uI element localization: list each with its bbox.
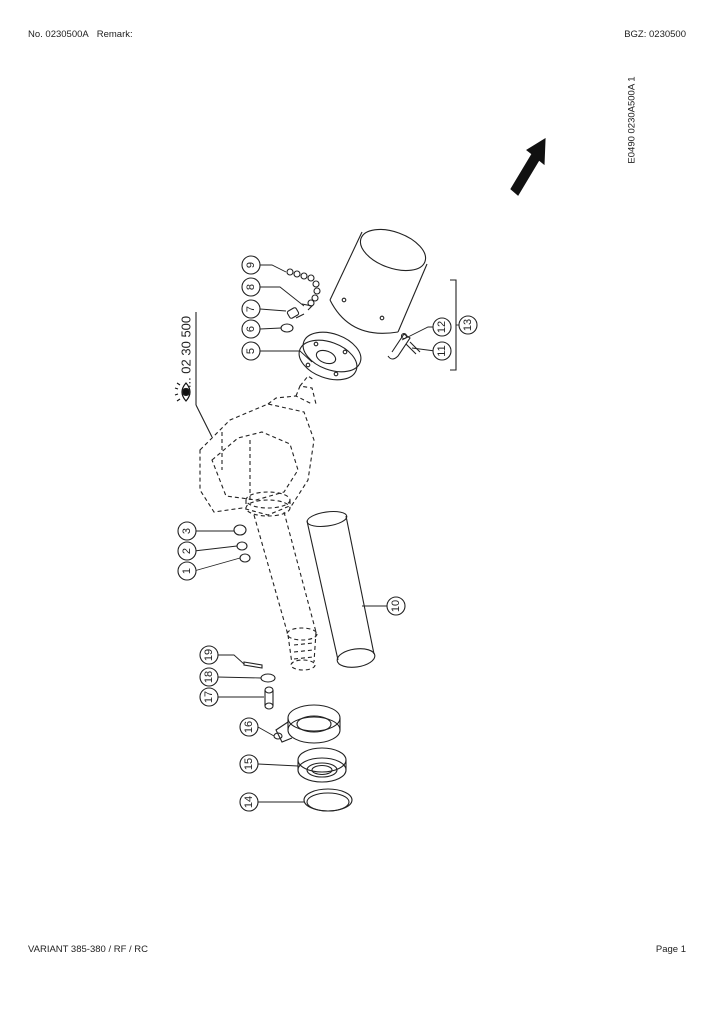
part-16-bearing-housing <box>273 704 341 744</box>
part-7-screw <box>286 307 305 319</box>
callout-circle <box>458 315 478 335</box>
callout-circle <box>199 645 219 665</box>
callout-14: 14 <box>239 792 259 812</box>
callout-number: 11 <box>436 345 448 356</box>
callout-number: 2 <box>181 548 193 554</box>
part-8-hook <box>301 303 314 311</box>
callout-11: 11 <box>432 341 452 361</box>
part-9-chain <box>286 268 321 307</box>
callout-15: 15 <box>239 754 259 774</box>
callout-9: 9 <box>241 255 261 275</box>
arrow-direction-icon <box>510 137 546 196</box>
callout-number: 16 <box>243 721 255 733</box>
part-19-pin <box>243 661 263 669</box>
callout-circle <box>432 341 452 361</box>
callout-19: 19 <box>199 645 219 665</box>
callout-number: 3 <box>181 528 193 534</box>
callout-circle <box>199 667 219 687</box>
part-2-washer <box>236 541 248 551</box>
part-10-tube <box>306 510 376 668</box>
callout-3: 3 <box>177 521 197 541</box>
callout-number: 12 <box>436 321 448 333</box>
callout-8: 8 <box>241 277 261 297</box>
callout-1: 1 <box>177 561 197 581</box>
callout-circle <box>177 521 197 541</box>
callout-circle <box>239 792 259 812</box>
callout-number: 17 <box>203 691 215 703</box>
header-left: No. 0230500A Remark: <box>28 29 133 40</box>
callout-number: 10 <box>390 600 402 612</box>
callout-circle <box>241 319 261 339</box>
part-14-circlip <box>303 788 353 812</box>
bgz-label: BGZ: 0230500 <box>624 29 686 40</box>
callout-number: 7 <box>245 306 257 312</box>
callout-18: 18 <box>199 667 219 687</box>
callout-number: 9 <box>245 262 257 268</box>
callout-circle <box>239 754 259 774</box>
part-3-spacer <box>233 524 247 536</box>
callout-circle <box>199 687 219 707</box>
callout-13: 13 <box>458 315 478 335</box>
view-reference-text: ... 02 30 500 <box>178 316 193 388</box>
callout-10: 10 <box>386 596 406 616</box>
part-17-bolt <box>264 686 274 710</box>
callout-number: 1 <box>181 568 193 574</box>
callout-circle <box>177 561 197 581</box>
callout-12: 12 <box>432 317 452 337</box>
callout-circle <box>241 341 261 361</box>
callout-number: 14 <box>243 796 255 808</box>
cylinder-guard <box>329 228 428 334</box>
callout-number: 6 <box>245 326 257 332</box>
callout-number: 15 <box>243 758 255 770</box>
callout-circle <box>386 596 406 616</box>
page-number: Page 1 <box>655 944 686 955</box>
part-1-nut <box>239 553 251 563</box>
callout-circle <box>177 541 197 561</box>
callout-6: 6 <box>241 319 261 339</box>
part-5-flange <box>298 331 362 381</box>
part-6-washer <box>280 323 294 333</box>
callout-number: 5 <box>245 348 257 354</box>
gearbox-housing <box>199 375 317 517</box>
callout-circle <box>239 717 259 737</box>
part-15-bearing <box>297 747 347 783</box>
callout-number: 8 <box>245 284 257 290</box>
callout-circle <box>432 317 452 337</box>
model-label: VARIANT 385-380 / RF / RC <box>28 944 149 955</box>
callout-number: 19 <box>203 649 215 661</box>
document-number: No. 0230500A <box>28 29 89 40</box>
part-11-pin <box>405 341 421 355</box>
part-18-washer <box>260 673 276 683</box>
callout-5: 5 <box>241 341 261 361</box>
callout-2: 2 <box>177 541 197 561</box>
drive-shaft <box>253 511 318 671</box>
eye-view-icon <box>174 382 191 402</box>
callout-17: 17 <box>199 687 219 707</box>
remark-label: Remark: <box>96 29 133 40</box>
callout-circle <box>241 299 261 319</box>
callout-number: 18 <box>203 671 215 683</box>
callout-number: 13 <box>462 319 474 331</box>
callout-7: 7 <box>241 299 261 319</box>
callout-16: 16 <box>239 717 259 737</box>
callout-circle <box>241 277 261 297</box>
callout-circle <box>241 255 261 275</box>
